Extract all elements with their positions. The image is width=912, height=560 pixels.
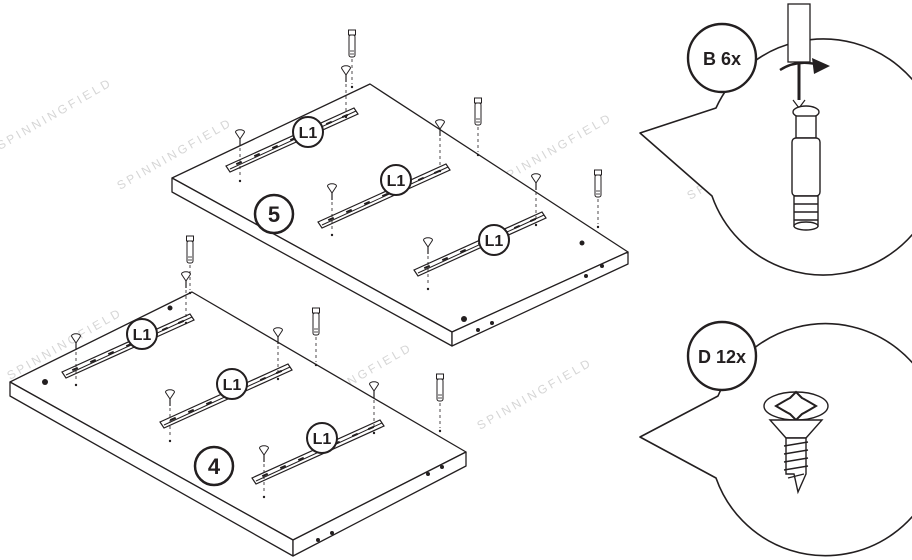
panel-4 bbox=[9, 291, 467, 557]
callout-d-part: D 12x bbox=[639, 320, 912, 557]
rail-label-text: L1 bbox=[299, 125, 318, 142]
cam-dowel-screw-icon bbox=[791, 105, 821, 231]
rail-label-l1: L1 bbox=[306, 422, 338, 454]
rail-label-text: L1 bbox=[133, 327, 152, 344]
rail-label-l1: L1 bbox=[478, 224, 510, 256]
panel-4-edge-holes bbox=[42, 305, 444, 542]
rail-label-l1: L1 bbox=[216, 368, 248, 400]
rail-label-l1: L1 bbox=[126, 318, 158, 350]
step-number-4: 4 bbox=[193, 445, 235, 487]
part-label-d-text: D 12x bbox=[698, 347, 746, 367]
part-label-b: B 6x bbox=[686, 22, 758, 94]
callout-b-bubble bbox=[639, 38, 912, 276]
rail-label-l1: L1 bbox=[380, 164, 412, 196]
rail-label-l1: L1 bbox=[292, 116, 324, 148]
screwdriver-icon bbox=[787, 3, 811, 109]
callout-b-part: B 6x bbox=[639, 3, 912, 276]
step-number-text: 5 bbox=[268, 202, 280, 227]
panel-5 bbox=[171, 83, 629, 347]
step-number-5: 5 bbox=[253, 193, 295, 235]
rail-label-text: L1 bbox=[223, 377, 242, 394]
panel-5-edge-holes bbox=[461, 240, 604, 332]
panel-4-side-edge bbox=[292, 451, 467, 557]
step-number-text: 4 bbox=[208, 454, 221, 479]
rail-labels: L1 L1 L1 L1 L1 L1 bbox=[126, 116, 510, 454]
watermark-text: SPINNINGFIELD bbox=[475, 355, 595, 433]
callout-d-bubble bbox=[639, 322, 912, 557]
rail-label-text: L1 bbox=[313, 431, 332, 448]
panel-5-side-edge bbox=[451, 251, 629, 347]
rotate-arrow-icon bbox=[779, 58, 830, 74]
rail-label-text: L1 bbox=[485, 233, 504, 250]
watermark-text: SPINNINGFIELD bbox=[0, 75, 115, 153]
part-label-b-text: B 6x bbox=[703, 49, 741, 69]
countersunk-screw-icon bbox=[763, 390, 829, 495]
part-label-d: D 12x bbox=[686, 320, 758, 392]
rail-label-text: L1 bbox=[387, 173, 406, 190]
